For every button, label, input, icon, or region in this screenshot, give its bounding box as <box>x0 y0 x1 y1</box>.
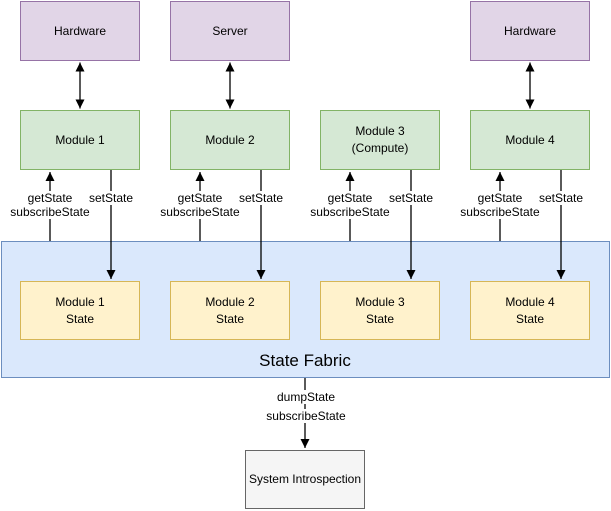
node-module-2: Module 2 <box>170 110 290 170</box>
edge-label-set-3: setState <box>387 191 435 205</box>
edge-label-subscribestate-output: subscribeState <box>265 409 347 423</box>
edge-label-set-1: setState <box>87 191 135 205</box>
edge-label-get-subscribe-3: getState subscribeState <box>309 191 391 219</box>
setstate-label-1: setState <box>88 191 134 205</box>
edge-label-get-subscribe-1: getState subscribeState <box>9 191 91 219</box>
node-hardware-left: Hardware <box>20 1 140 61</box>
node-module-2-state: Module 2 State <box>170 281 290 340</box>
node-module-2-state-line1: Module 2 <box>205 294 255 309</box>
subscribestate-output-label: subscribeState <box>266 409 346 423</box>
dumpstate-label: dumpState <box>276 390 336 404</box>
edge-label-set-2: setState <box>237 191 285 205</box>
node-module-1-label: Module 1 <box>55 132 105 147</box>
node-module-1-state-line1: Module 1 <box>55 294 105 309</box>
subscribestate-label-3: subscribeState <box>310 205 390 219</box>
subscribestate-label-2: subscribeState <box>160 205 240 219</box>
edge-label-get-subscribe-4: getState subscribeState <box>459 191 541 219</box>
node-module-1-state: Module 1 State <box>20 281 140 340</box>
edge-label-dumpstate: dumpState <box>275 390 337 404</box>
node-module-3-label: Module 3 <box>355 124 405 138</box>
node-module-1-state-line2: State <box>65 311 95 326</box>
node-hardware-right-label: Hardware <box>503 23 557 38</box>
node-hardware-left-label: Hardware <box>53 23 107 38</box>
node-server-label: Server <box>212 23 248 38</box>
node-system-introspection-label: System Introspection <box>248 472 362 486</box>
node-module-3-state: Module 3 State <box>320 281 440 340</box>
node-hardware-right: Hardware <box>470 1 590 61</box>
setstate-label-4: setState <box>538 191 584 205</box>
node-module-3: Module 3 (Compute) <box>320 110 440 170</box>
node-server: Server <box>170 1 290 61</box>
node-module-3-sublabel: (Compute) <box>351 141 409 155</box>
getstate-label-1: getState <box>27 191 73 205</box>
subscribestate-label-4: subscribeState <box>460 205 540 219</box>
node-module-3-state-line2: State <box>365 311 395 326</box>
edge-label-set-4: setState <box>537 191 585 205</box>
node-system-introspection: System Introspection <box>245 450 365 509</box>
node-module-4-state-line1: Module 4 <box>505 294 555 309</box>
node-module-3-state-line1: Module 3 <box>355 294 405 309</box>
setstate-label-3: setState <box>388 191 434 205</box>
node-module-4: Module 4 <box>470 110 590 170</box>
node-module-4-state: Module 4 State <box>470 281 590 340</box>
node-module-4-label: Module 4 <box>505 132 555 147</box>
node-module-2-state-line2: State <box>215 311 245 326</box>
getstate-label-3: getState <box>327 191 373 205</box>
node-module-4-state-line2: State <box>515 311 545 326</box>
getstate-label-2: getState <box>177 191 223 205</box>
node-module-1: Module 1 <box>20 110 140 170</box>
edge-label-get-subscribe-2: getState subscribeState <box>159 191 241 219</box>
setstate-label-2: setState <box>238 191 284 205</box>
getstate-label-4: getState <box>477 191 523 205</box>
node-module-2-label: Module 2 <box>205 132 255 147</box>
subscribestate-label-1: subscribeState <box>10 205 90 219</box>
state-fabric-label: State Fabric <box>259 351 351 370</box>
